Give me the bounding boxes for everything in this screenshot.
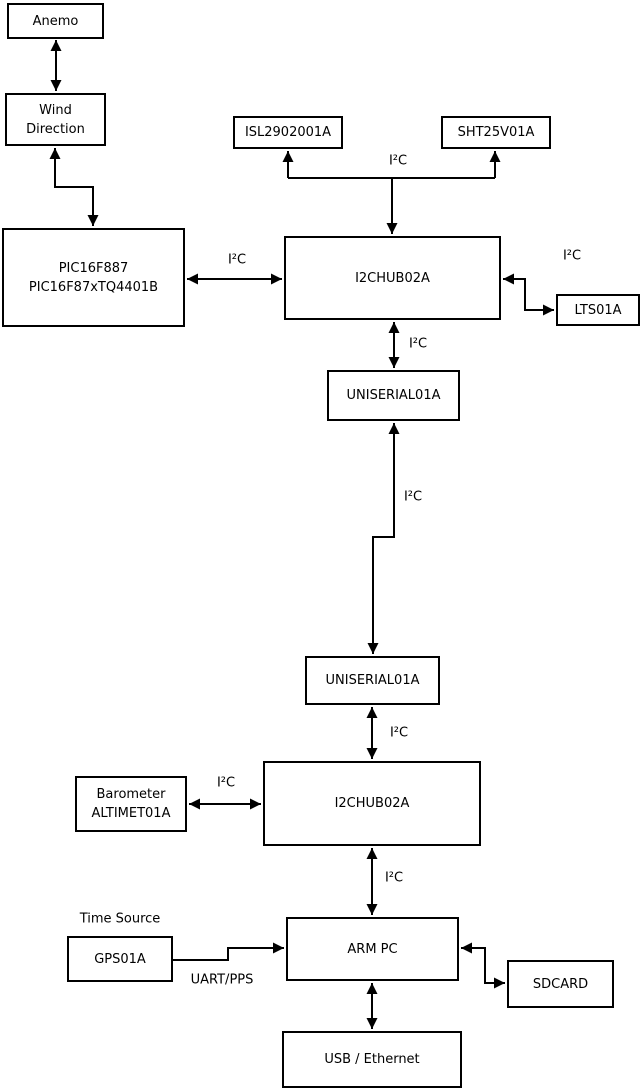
node-usb-ethernet: USB / Ethernet (282, 1031, 462, 1088)
edge-label-i2c-sensor-bus: I²C (388, 153, 408, 169)
node-pic16f887-label-line2: PIC16F87xTQ4401B (28, 279, 159, 295)
edge-winddirection-pic (49, 148, 99, 226)
node-pic16f887-label-line1: PIC16F887 (58, 260, 129, 276)
node-uniserial01a-lower-label: UNISERIAL01A (325, 673, 420, 688)
edge-label-i2c-uniserial-link: I²C (403, 489, 423, 505)
edge-label-i2c-pic-hub: I²C (227, 252, 247, 268)
node-barometer-label-line1: Barometer (96, 787, 166, 802)
node-anemo: Anemo (7, 3, 104, 39)
node-uniserial01a-lower: UNISERIAL01A (305, 656, 440, 705)
node-wind-direction: Wind Direction (5, 93, 106, 146)
node-lts01a-label: LTS01A (574, 302, 622, 318)
node-pic16f887: PIC16F887 PIC16F87xTQ4401B (2, 228, 185, 327)
node-wind-direction-label-line1: Wind (39, 102, 72, 118)
node-barometer-label-line2: ALTIMET01A (91, 806, 171, 821)
edge-i2chub-lts (503, 273, 554, 316)
edge-label-i2c-uniserial-hub2: I²C (389, 725, 409, 741)
node-sht25v01a-label: SHT25V01A (457, 125, 535, 140)
edge-label-i2c-barometer-hub: I²C (216, 775, 236, 791)
node-gps01a: GPS01A (67, 936, 173, 982)
node-usb-ethernet-label: USB / Ethernet (324, 1052, 420, 1067)
node-arm-pc: ARM PC (286, 917, 459, 981)
node-uniserial01a-upper: UNISERIAL01A (327, 370, 460, 421)
node-sdcard: SDCARD (507, 960, 614, 1008)
node-anemo-label: Anemo (32, 13, 79, 29)
edge-label-uart-pps: UART/PPS (190, 972, 254, 988)
node-i2chub02a-bottom: I2CHUB02A (263, 761, 481, 846)
node-i2chub02a-bottom-label: I2CHUB02A (334, 796, 410, 811)
node-i2chub02a-top: I2CHUB02A (284, 236, 501, 320)
node-isl2902001a: ISL2902001A (233, 116, 343, 149)
edge-label-i2c-hub-uniserial: I²C (408, 336, 428, 352)
edge-label-i2c-hub-armpc: I²C (384, 870, 404, 886)
node-barometer-altimet01a: Barometer ALTIMET01A (75, 776, 187, 832)
node-arm-pc-label: ARM PC (347, 941, 398, 957)
edge-label-time-source: Time Source (79, 911, 161, 927)
edge-gps-armpc (173, 942, 284, 961)
node-sht25v01a: SHT25V01A (441, 116, 551, 149)
edge-uniserial-uniserial (367, 423, 400, 654)
node-i2chub02a-top-label: I2CHUB02A (355, 270, 430, 286)
node-isl2902001a-label: ISL2902001A (244, 125, 332, 140)
node-lts01a: LTS01A (556, 294, 640, 326)
node-wind-direction-label-line2: Direction (26, 121, 85, 137)
edge-armpc-sdcard (461, 942, 505, 989)
node-sdcard-label: SDCARD (532, 976, 589, 992)
node-uniserial01a-upper-label: UNISERIAL01A (346, 388, 441, 403)
node-gps01a-label: GPS01A (94, 951, 146, 967)
edge-label-i2c-hub-lts: I²C (562, 248, 582, 264)
